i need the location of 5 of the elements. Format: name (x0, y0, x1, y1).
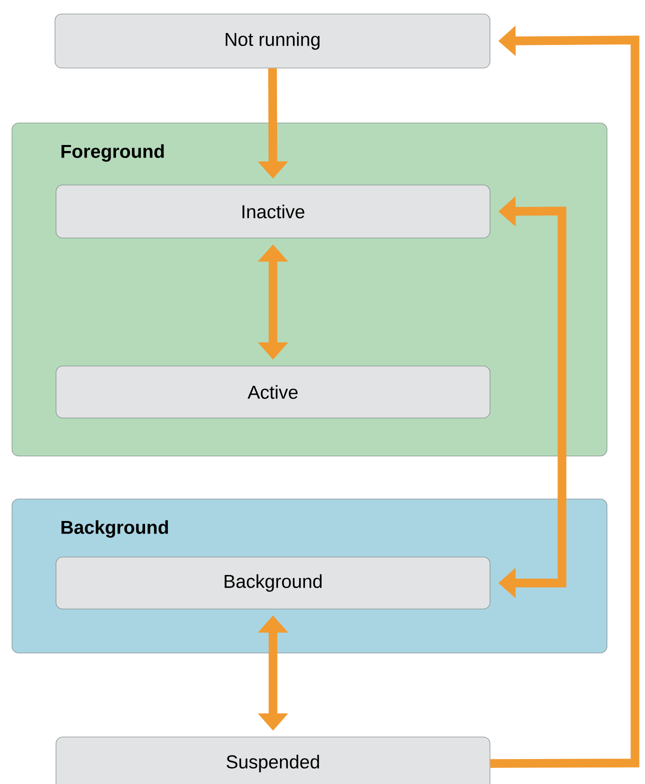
state-box: Active (56, 366, 490, 418)
state-box: Inactive (56, 184, 490, 238)
state-box: Suspended (56, 736, 490, 784)
state-box: Not running (54, 14, 490, 68)
state-box: Background (56, 556, 490, 610)
